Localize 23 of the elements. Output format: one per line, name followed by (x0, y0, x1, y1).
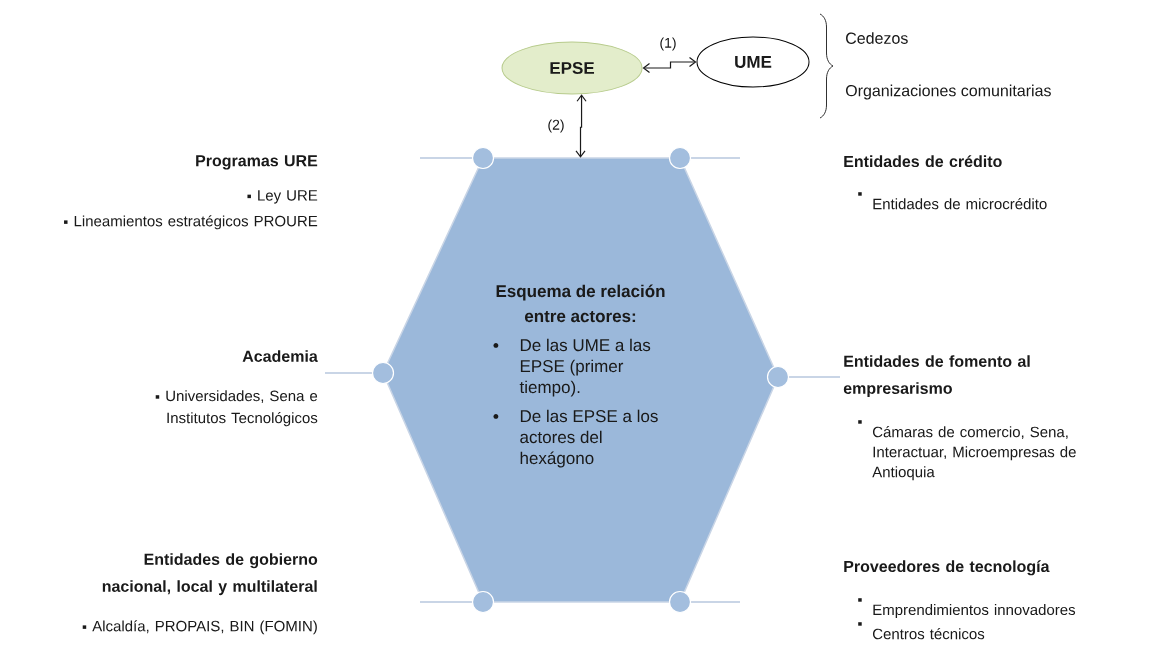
hexagon: Esquema de relación entre actores: De las UME a las EPSE (primer tiempo). De las EPSE a los actores del hexágono (382, 157, 779, 603)
actor-heading: Academia (242, 350, 318, 362)
list-item: Cedezos (846, 32, 908, 44)
bullet-item: Entidades de microcrédito (858, 192, 1047, 210)
arrow (642, 56, 697, 74)
ellipse-node: EPSE (501, 41, 643, 95)
bullet-item: Lineamientos estratégicos PROURE (64, 215, 318, 230)
ellipse-node: UME (696, 36, 810, 88)
actor-heading: Entidades de fomento al empresarismo (843, 355, 1030, 398)
arrow (575, 94, 587, 158)
actor-heading: Entidades de crédito (844, 155, 1002, 168)
bullet-item: Cámaras de comercio, Sena, Interactuar, Microempresas de Antioquia (858, 420, 1076, 481)
edge-label: (1) (658, 36, 678, 52)
edge-label: (2) (546, 118, 566, 134)
bullet-item: Emprendimientos innovadores (858, 598, 1076, 619)
list-item: Organizaciones comunitarias (845, 84, 1051, 100)
actor-heading: Programas URE (196, 155, 318, 170)
bullet-item: Universidades, Sena e Institutos Tecnológicos (155, 390, 318, 427)
actor-heading: Entidades de gobierno nacional, local y multilateral (102, 553, 318, 596)
bullet-item: Alcaldía, PROPAIS, BIN (FOMIN) (82, 620, 317, 635)
bullet-item: Ley URE (247, 190, 318, 204)
actor-heading: Proveedores de tecnología (844, 560, 1050, 576)
bullet-item: Centros técnicos (858, 622, 985, 640)
